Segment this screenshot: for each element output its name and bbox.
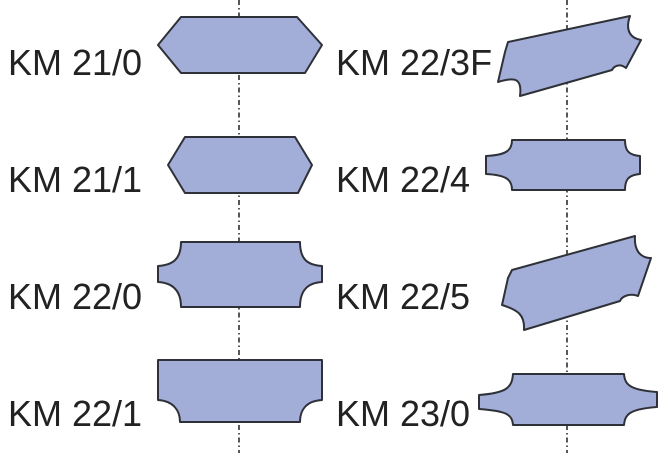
label-km-22-5: KM 22/5 bbox=[336, 276, 470, 317]
label-km-21-0: KM 21/0 bbox=[8, 42, 142, 83]
profile-km-22-5 bbox=[501, 235, 652, 331]
label-km-22-4: KM 22/4 bbox=[336, 159, 470, 200]
profile-km-22-0 bbox=[157, 241, 323, 308]
label-km-21-1: KM 21/1 bbox=[8, 159, 142, 200]
label-km-22-3f: KM 22/3F bbox=[336, 42, 492, 83]
profile-km-23-0 bbox=[478, 373, 658, 426]
profile-km-22-4 bbox=[485, 139, 641, 191]
label-km-22-1: KM 22/1 bbox=[8, 393, 142, 434]
profile-km-22-1 bbox=[157, 359, 323, 423]
label-km-23-0: KM 23/0 bbox=[336, 393, 470, 434]
profile-km-21-1 bbox=[167, 136, 313, 194]
profile-km-21-0 bbox=[157, 16, 323, 74]
label-km-22-0: KM 22/0 bbox=[8, 276, 142, 317]
profile-km-22-3f bbox=[497, 15, 642, 97]
